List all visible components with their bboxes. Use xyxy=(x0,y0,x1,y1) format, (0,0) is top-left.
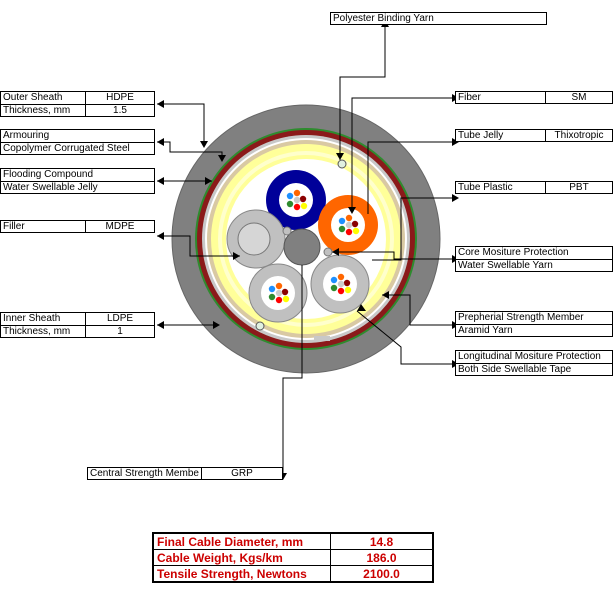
fiber-dot xyxy=(337,280,345,288)
fiber-dot xyxy=(337,287,345,295)
tube-plastic-value: PBT xyxy=(545,182,612,193)
binding-yarn-text: Polyester Binding Yarn xyxy=(333,13,434,24)
peripheral-material: Aramid Yarn xyxy=(458,324,513,336)
fiber-dot xyxy=(268,293,276,301)
inner-sheath-name: Inner Sheath xyxy=(3,313,61,324)
fiber-dot xyxy=(286,200,294,208)
label-outer-sheath: Outer Sheath HDPE Thickness, mm 1.5 xyxy=(0,91,155,117)
label-peripheral: Prepherial Strength Member Aramid Yarn xyxy=(455,311,613,337)
tube-jelly-name: Tube Jelly xyxy=(458,130,504,141)
label-tube-jelly: Tube Jelly Thixotropic xyxy=(455,129,613,142)
filler-name: Filler xyxy=(3,221,25,232)
summary-label: Cable Weight, Kgs/km xyxy=(152,549,331,566)
inner-sheath-material: LDPE xyxy=(85,313,154,325)
label-binding-yarn: Polyester Binding Yarn xyxy=(330,12,547,25)
fiber-dot xyxy=(293,196,301,204)
inner-sheath-thickness: 1 xyxy=(85,325,154,337)
summary-value: 186.0 xyxy=(330,549,434,566)
label-longitudinal: Longitudinal Mositure Protection Both Si… xyxy=(455,350,613,376)
fiber-dot xyxy=(293,203,301,211)
central-member-material: GRP xyxy=(201,468,282,479)
yarn-dot xyxy=(282,226,292,236)
inner-sheath-thickness-label: Thickness, mm xyxy=(3,325,71,337)
fiber-dot xyxy=(293,189,301,197)
label-fiber: Fiber SM xyxy=(455,91,613,104)
longitudinal-name: Longitudinal Mositure Protection xyxy=(458,351,601,362)
armouring-material: Copolymer Corrugated Steel xyxy=(3,142,130,154)
filler-material: MDPE xyxy=(85,221,154,232)
fiber-value: SM xyxy=(545,92,612,103)
outer-sheath-material: HDPE xyxy=(85,92,154,104)
label-tube-plastic: Tube Plastic PBT xyxy=(455,181,613,194)
label-central-member: Central Strength Membe GRP xyxy=(87,467,283,480)
summary-value: 14.8 xyxy=(330,532,434,550)
peripheral-name: Prepherial Strength Member xyxy=(458,312,584,323)
binding-yarn-dot xyxy=(255,321,265,331)
central-member-name: Central Strength Membe xyxy=(90,468,199,479)
outer-sheath-thickness-label: Thickness, mm xyxy=(3,104,71,116)
longitudinal-material: Both Side Swellable Tape xyxy=(458,363,572,375)
fiber-dot xyxy=(351,220,359,228)
fiber-dot xyxy=(330,284,338,292)
summary-label: Tensile Strength, Newtons xyxy=(152,565,331,583)
fiber-dot xyxy=(337,273,345,281)
fiber-dot xyxy=(330,276,338,284)
fiber-dot xyxy=(352,227,360,235)
flooding-material: Water Swellable Jelly xyxy=(3,181,98,193)
fiber-dot xyxy=(299,195,307,203)
fiber-dot xyxy=(345,228,353,236)
filler-rod-inner xyxy=(237,222,271,256)
yarn-dot xyxy=(323,247,333,257)
fiber-dot xyxy=(344,286,352,294)
fiber-dot xyxy=(275,289,283,297)
summary-label: Final Cable Diameter, mm xyxy=(152,532,331,550)
fiber-dot xyxy=(281,288,289,296)
label-armouring: Armouring Copolymer Corrugated Steel xyxy=(0,129,155,155)
outer-sheath-thickness: 1.5 xyxy=(85,104,154,116)
fiber-dot xyxy=(282,295,290,303)
summary-row: Cable Weight, Kgs/km 186.0 xyxy=(152,549,434,566)
label-flooding: Flooding Compound Water Swellable Jelly xyxy=(0,168,155,194)
summary-row: Final Cable Diameter, mm 14.8 xyxy=(152,532,434,550)
fiber-dot xyxy=(300,202,308,210)
label-inner-sheath: Inner Sheath LDPE Thickness, mm 1 xyxy=(0,312,155,338)
summary-value: 2100.0 xyxy=(330,565,434,583)
label-filler: Filler MDPE xyxy=(0,220,155,233)
outer-sheath-name: Outer Sheath xyxy=(3,92,63,103)
summary-table: Final Cable Diameter, mm 14.8 Cable Weig… xyxy=(152,532,434,583)
fiber-name: Fiber xyxy=(458,92,481,103)
binding-yarn-dot xyxy=(337,159,347,169)
fiber-dot xyxy=(345,214,353,222)
summary-row: Tensile Strength, Newtons 2100.0 xyxy=(152,565,434,583)
fiber-dot xyxy=(345,221,353,229)
label-core-moisture: Core Mositure Protection Water Swellable… xyxy=(455,246,613,272)
fiber-dot xyxy=(338,217,346,225)
tube-jelly-value: Thixotropic xyxy=(545,130,612,141)
fiber-dot xyxy=(275,282,283,290)
flooding-name: Flooding Compound xyxy=(3,169,94,180)
core-moisture-name: Core Mositure Protection xyxy=(458,247,569,258)
armouring-name: Armouring xyxy=(3,130,50,141)
tape-marker xyxy=(314,336,330,341)
tube-plastic-name: Tube Plastic xyxy=(458,182,513,193)
fiber-dot xyxy=(286,192,294,200)
fiber-dot xyxy=(275,296,283,304)
fiber-dot xyxy=(338,225,346,233)
fiber-dot xyxy=(343,279,351,287)
core-moisture-material: Water Swellable Yarn xyxy=(458,259,553,271)
fiber-dot xyxy=(268,285,276,293)
